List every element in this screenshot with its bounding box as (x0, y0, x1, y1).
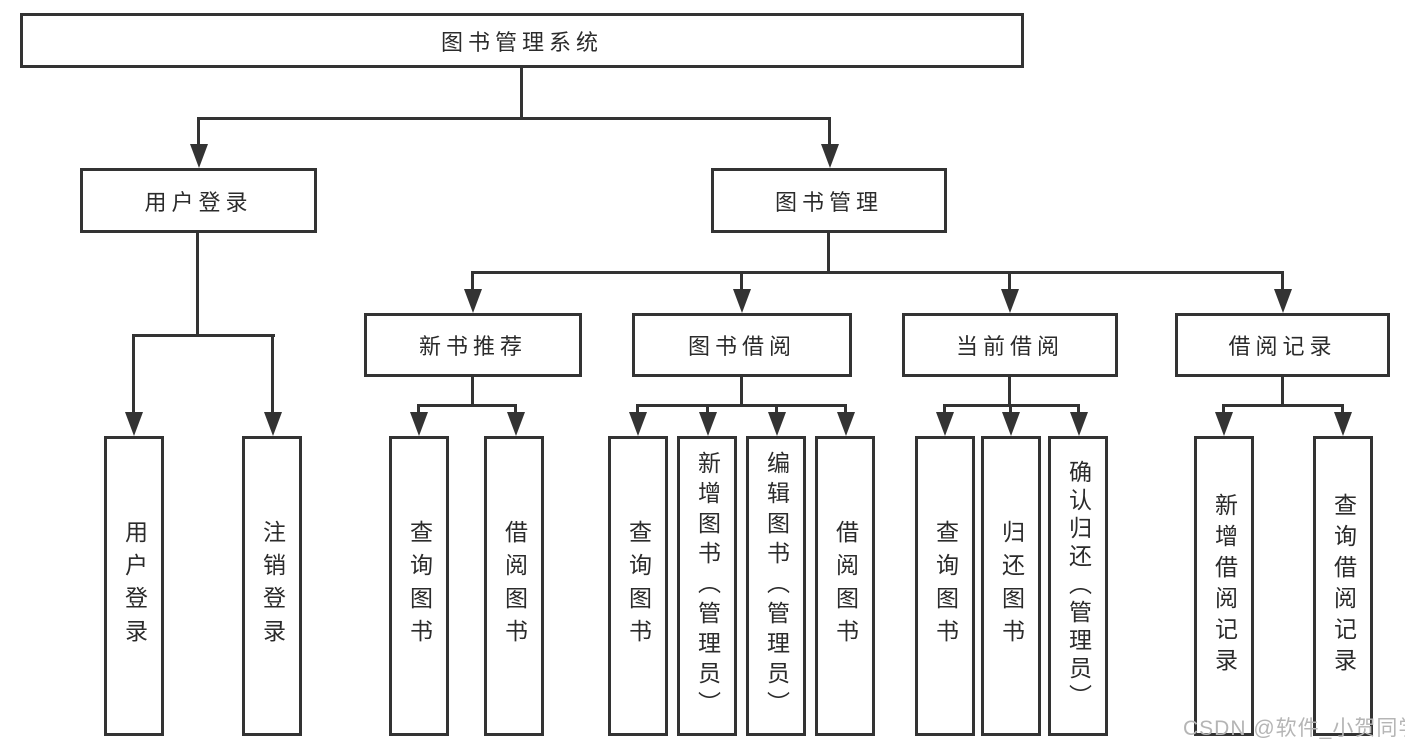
csdn-watermark: CSDN @软件_小贺同学 (1183, 717, 1405, 740)
connector-line (471, 271, 1284, 274)
connector-line (706, 404, 709, 418)
connector-line (1281, 377, 1284, 406)
node-leaf-logout: 注销登录 (242, 436, 302, 736)
arrowhead-icon (768, 412, 786, 436)
node-current-borrow: 当前借阅 (902, 313, 1118, 377)
connector-line (1077, 404, 1080, 418)
connector-line (1281, 271, 1284, 293)
connector-line (636, 404, 847, 407)
connector-line (1341, 404, 1344, 418)
connector-line (775, 404, 778, 418)
connector-line (740, 271, 743, 293)
connector-line (196, 233, 199, 336)
connector-line (417, 404, 517, 407)
arrowhead-icon (837, 412, 855, 436)
node-user-login: 用户登录 (80, 168, 317, 233)
connector-line (844, 404, 847, 418)
node-leaf-confirm-return: 确认归还（管理员） (1048, 436, 1108, 736)
arrowhead-icon (1334, 412, 1352, 436)
arrowhead-icon (821, 144, 839, 168)
node-leaf-edit-book: 编辑图书（管理员） (746, 436, 806, 736)
connector-line (828, 117, 831, 150)
node-root: 图书管理系统 (20, 13, 1024, 68)
connector-line (520, 68, 523, 120)
node-leaf-query-borrow-record: 查询借阅记录 (1313, 436, 1373, 736)
arrowhead-icon (629, 412, 647, 436)
node-leaf-user-login: 用户登录 (104, 436, 164, 736)
connector-line (1009, 404, 1012, 418)
node-leaf-borrow-book-2: 借阅图书 (815, 436, 875, 736)
arrowhead-icon (507, 412, 525, 436)
node-leaf-add-book: 新增图书（管理员） (677, 436, 737, 736)
arrowhead-icon (125, 412, 143, 436)
arrowhead-icon (1001, 289, 1019, 313)
node-book-borrow: 图书借阅 (632, 313, 852, 377)
arrowhead-icon (264, 412, 282, 436)
connector-line (417, 404, 420, 418)
arrowhead-icon (936, 412, 954, 436)
node-leaf-return-book: 归还图书 (981, 436, 1041, 736)
arrowhead-icon (1215, 412, 1233, 436)
node-leaf-borrow-book-1: 借阅图书 (484, 436, 544, 736)
connector-line (636, 404, 639, 418)
connector-line (827, 233, 830, 273)
arrowhead-icon (733, 289, 751, 313)
arrowhead-icon (1274, 289, 1292, 313)
arrowhead-icon (699, 412, 717, 436)
connector-line (1008, 377, 1011, 406)
connector-line (132, 334, 135, 416)
connector-line (1008, 271, 1011, 293)
arrowhead-icon (1002, 412, 1020, 436)
arrowhead-icon (410, 412, 428, 436)
connector-line (1222, 404, 1344, 407)
connector-line (197, 117, 831, 120)
node-leaf-query-book-2: 查询图书 (608, 436, 668, 736)
arrowhead-icon (1070, 412, 1088, 436)
node-borrow-record: 借阅记录 (1175, 313, 1390, 377)
connector-line (943, 404, 946, 418)
node-leaf-add-borrow-record: 新增借阅记录 (1194, 436, 1254, 736)
connector-line (132, 334, 275, 337)
connector-line (197, 117, 200, 150)
connector-line (471, 377, 474, 406)
node-new-book-recommend: 新书推荐 (364, 313, 582, 377)
arrowhead-icon (464, 289, 482, 313)
connector-line (740, 377, 743, 406)
connector-line (514, 404, 517, 418)
node-leaf-query-book-1: 查询图书 (389, 436, 449, 736)
node-book-management: 图书管理 (711, 168, 947, 233)
connector-line (271, 334, 274, 416)
connector-line (1222, 404, 1225, 418)
node-leaf-query-book-3: 查询图书 (915, 436, 975, 736)
connector-line (471, 271, 474, 293)
arrowhead-icon (190, 144, 208, 168)
